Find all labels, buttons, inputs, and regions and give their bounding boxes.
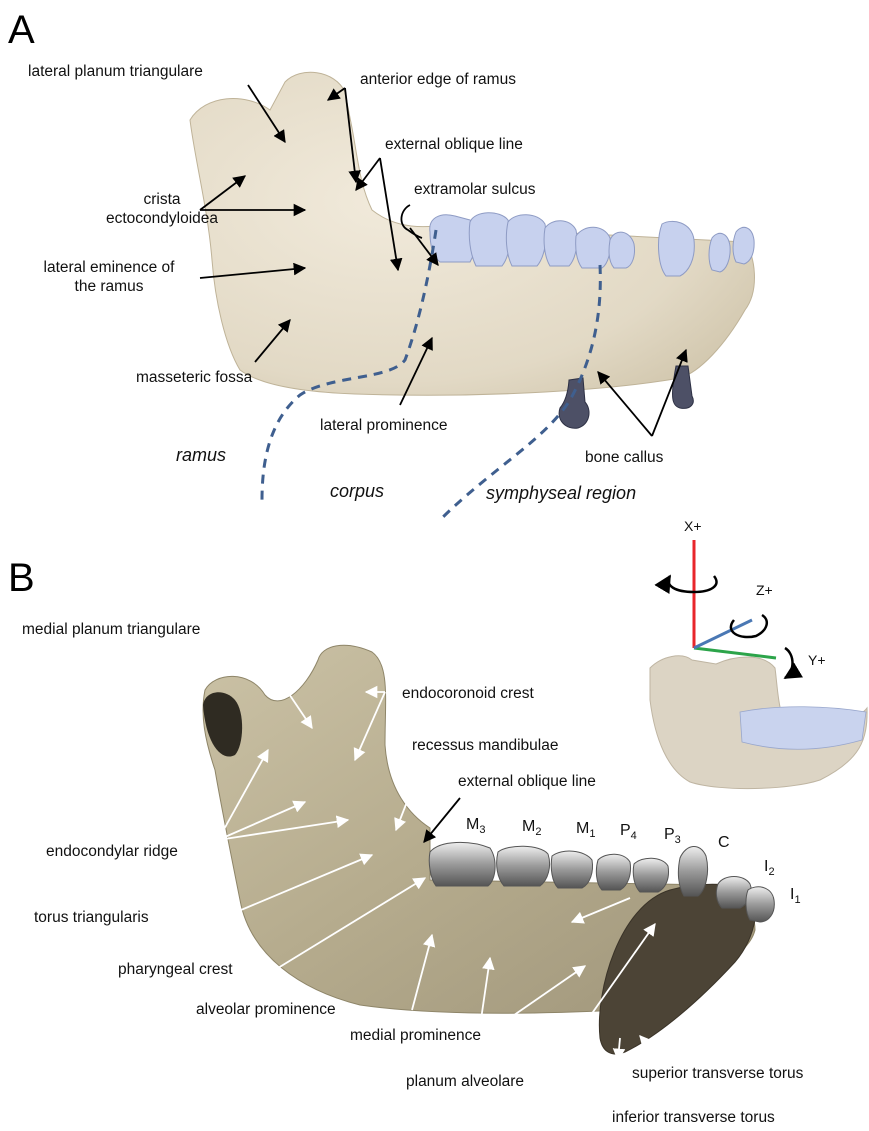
tooth-label-m1: M1 [576, 820, 595, 840]
axis-label-z: Z+ [756, 582, 773, 598]
axis-label-y: Y+ [808, 652, 826, 668]
label-lateral-planum-triangulare: lateral planum triangulare [28, 62, 203, 81]
tooth-label-p4: P4 [620, 822, 637, 842]
label-external-oblique-line-b: external oblique line [458, 772, 596, 791]
tooth-label-c: C [718, 834, 730, 852]
label-masseteric-fossa: masseteric fossa [136, 368, 252, 387]
label-crista-line2: ectocondyloidea [92, 209, 232, 228]
orientation-inset [650, 540, 867, 789]
region-label-ramus: ramus [176, 446, 226, 465]
tooth-label-m2: M2 [522, 818, 541, 838]
panel-b-black-arrows [424, 798, 460, 842]
z-axis-line [694, 620, 752, 648]
tooth-label-m3: M3 [466, 816, 485, 836]
y-axis-line [694, 648, 776, 658]
inset-teeth [740, 707, 866, 750]
label-lateral-eminence-line1: lateral eminence of [24, 258, 194, 277]
label-bone-callus: bone callus [585, 448, 663, 467]
label-medial-prominence: medial prominence [350, 1026, 481, 1045]
region-label-symphyseal: symphyseal region [486, 484, 636, 503]
label-extramolar-sulcus: extramolar sulcus [414, 180, 535, 199]
panel-b-letter: B [8, 558, 35, 598]
tooth-label-i2: I2 [764, 858, 775, 878]
axis-label-x: X+ [684, 518, 702, 534]
label-planum-alveolare: planum alveolare [406, 1072, 524, 1091]
region-label-corpus: corpus [330, 482, 384, 501]
label-recessus-mandibulae: recessus mandibulae [412, 736, 558, 755]
label-lateral-eminence-line2: the ramus [24, 277, 194, 296]
label-endocondylar-ridge: endocondylar ridge [46, 842, 178, 861]
tooth-label-p3: P3 [664, 826, 681, 846]
label-anterior-edge-of-ramus: anterior edge of ramus [360, 70, 516, 89]
label-external-oblique-line-a: external oblique line [385, 135, 523, 154]
label-medial-planum-triangulare: medial planum triangulare [22, 620, 200, 639]
label-endocoronoid-crest: endocoronoid crest [402, 684, 534, 703]
label-inferior-transverse-torus: inferior transverse torus [612, 1108, 775, 1127]
label-crista-ectocondyloidea: crista ectocondyloidea [92, 190, 232, 228]
label-alveolar-prominence: alveolar prominence [196, 1000, 336, 1019]
tooth-label-i1: I1 [790, 886, 801, 906]
label-lateral-eminence: lateral eminence of the ramus [24, 258, 194, 296]
label-pharyngeal-crest: pharyngeal crest [118, 960, 233, 979]
label-superior-transverse-torus: superior transverse torus [632, 1064, 803, 1083]
label-torus-triangularis: torus triangularis [34, 908, 149, 927]
label-crista-line1: crista [92, 190, 232, 209]
label-lateral-prominence: lateral prominence [320, 416, 448, 435]
panel-a-letter: A [8, 10, 35, 50]
